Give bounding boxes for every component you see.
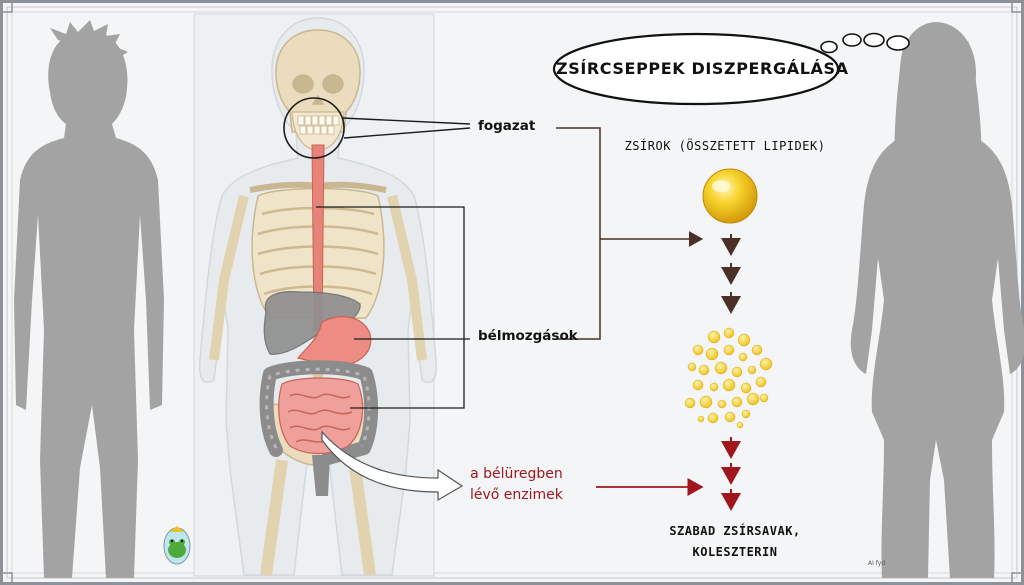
- right-arm: [387, 194, 427, 361]
- fats-output-label: SZABAD ZSÍRSAVAK, KOLESZTERIN: [620, 521, 850, 563]
- peristalsis-label: bélmozgások: [478, 328, 578, 344]
- fat-droplet-large: [702, 168, 758, 224]
- left-leg: [260, 459, 288, 576]
- teeth-label: fogazat: [478, 118, 536, 134]
- teeth-magnifier: [283, 97, 345, 159]
- right-leg: [348, 459, 376, 576]
- peristalsis-bracket: [316, 206, 465, 409]
- left-arm: [209, 194, 249, 361]
- fat-droplets-small: [684, 327, 773, 429]
- thought-bubble: [552, 32, 910, 106]
- teeth-callout-bottom: [343, 127, 471, 139]
- teeth-callout-top: [341, 117, 471, 125]
- enzymes-label: a bélüregben lévő enzimek: [470, 464, 563, 506]
- rectum: [312, 455, 330, 496]
- fats-output-line2: KOLESZTERIN: [692, 545, 778, 559]
- thought-bubble-title: ZSÍRCSEPPEK DISZPERGÁLÁSA: [556, 59, 849, 78]
- mechanical-processes-bracket: [556, 127, 601, 340]
- fats-input-label: ZSÍROK (ÖSSZETETT LIPIDEK): [624, 139, 826, 153]
- large-intestine: [259, 360, 379, 465]
- small-intestine-coils: [287, 393, 353, 443]
- enzymes-label-line2: lévő enzimek: [470, 487, 563, 503]
- enzymes-label-line1: a bélüregben: [470, 466, 563, 482]
- fats-output-line1: SZABAD ZSÍRSAVAK,: [669, 524, 801, 538]
- frog-logo: [163, 526, 191, 565]
- credit-text: AI fyd: [868, 560, 886, 567]
- teeth: [291, 111, 345, 151]
- left-person-silhouette: [14, 20, 164, 579]
- enzyme-pointer-arrow: [321, 430, 464, 502]
- right-person-silhouette: [850, 22, 1024, 578]
